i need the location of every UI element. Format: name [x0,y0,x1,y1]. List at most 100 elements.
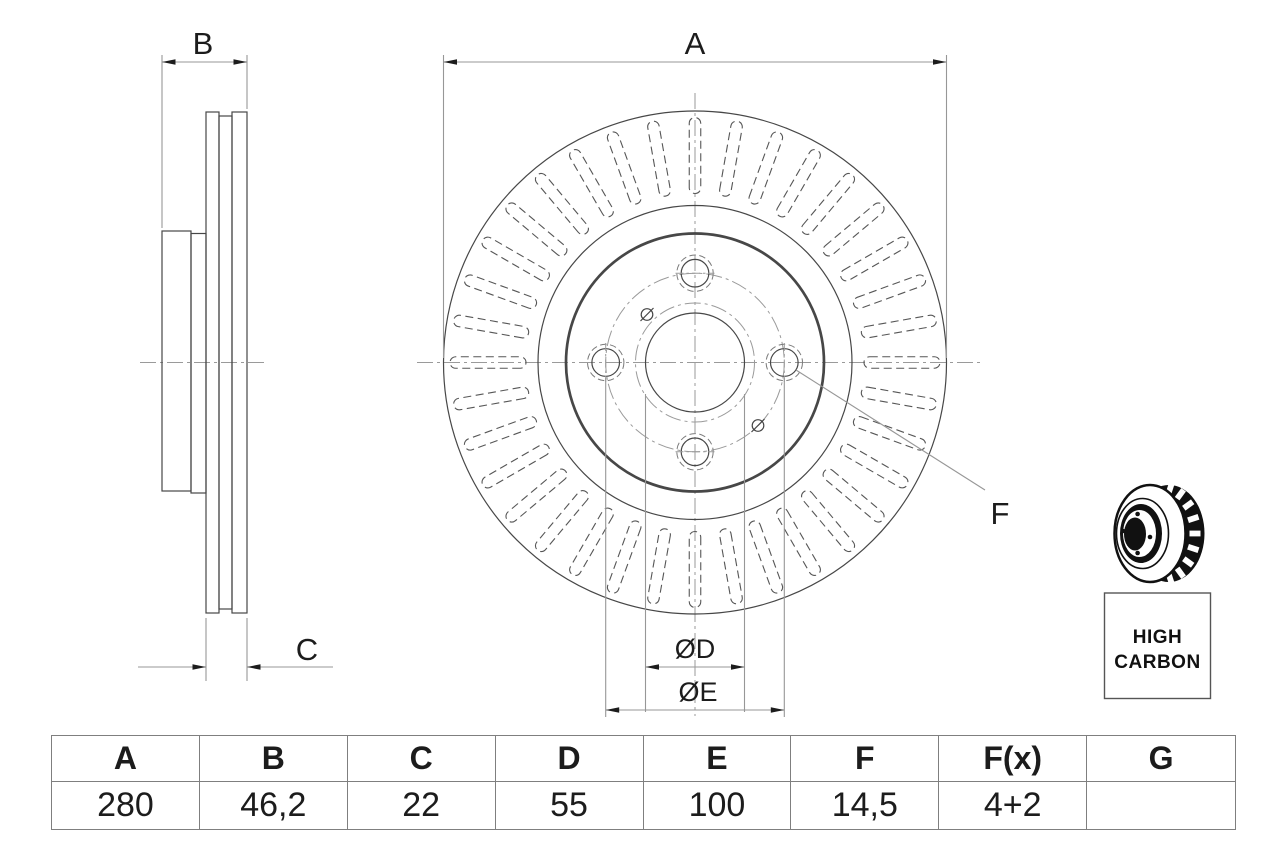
vent-slot [449,356,527,369]
dimension-arrowhead [443,59,457,65]
vent-slot [801,172,856,235]
spec-value [1087,782,1235,829]
vent-slot [453,314,530,339]
leader-f-label: F [991,496,1010,531]
spec-table: A B C D E F F(x) G 280 46,2 22 55 100 14… [51,735,1236,830]
vent-slot [719,528,743,605]
spec-col-header: B [199,736,348,782]
pin-hole-slash [751,418,765,433]
vent-slot [606,520,642,594]
vent-slot [688,530,702,609]
pin-hole [640,308,654,321]
side-section-view [140,111,267,614]
brake-disc-icon [1113,481,1205,586]
vent-slot [463,274,538,310]
vent-slot [776,149,821,218]
dimension-arrowheads [162,59,947,713]
vent-slot [822,468,885,523]
spec-value: 4+2 [939,782,1088,829]
vent-slot [481,443,550,489]
spec-col-header: F(x) [939,736,1088,782]
dim-b-label: B [193,26,214,61]
pin-hole-lower-right [751,418,765,433]
dimension-arrowhead [247,664,261,670]
dimension-arrowhead [192,664,206,670]
pilot-circle [635,302,755,423]
vent-slot [852,274,927,310]
dimension-arrowhead [233,59,247,65]
leader-f-line [795,369,986,491]
dim-e-label: ØE [678,677,717,707]
disc-icon-vent-notch [1174,488,1186,501]
vent-slot [647,528,671,605]
spec-value: 280 [52,782,200,829]
vent-slot [822,202,885,257]
disc-icon-bolt-dot [1120,528,1126,534]
callout-f: F [795,369,1010,531]
disc-icon-vent-notch [1189,530,1201,537]
disc-icon-vent-notch [1187,544,1200,553]
disc-icon-vent-notch [1174,566,1186,579]
dimension-arrowhead [645,664,659,670]
pin-hole-upper-left [640,307,654,322]
vent-slot [801,490,856,553]
spec-value: 22 [348,782,496,829]
vent-slot [840,443,909,489]
dimension-e: ØE [605,378,785,717]
vent-slot [534,172,589,235]
disc-icon-vent-notch [1182,556,1195,568]
dimension-arrowhead [731,664,745,670]
disc-outer-edge [442,110,948,615]
dimension-arrowhead [162,59,176,65]
vent-slot [569,149,614,218]
vent-slot [852,415,927,451]
disc-icon-bolt-dot [1147,534,1153,540]
dimension-arrowhead [605,707,620,713]
dimension-arrowhead [770,707,785,713]
vent-slot [688,116,702,195]
high-carbon-badge: HIGH CARBON [1103,592,1212,700]
dimension-d: ØD [644,394,746,712]
dimension-arrowhead [933,59,947,65]
badge-line2: CARBON [1114,652,1200,673]
badge-box [1103,592,1212,700]
vent-slot [569,507,614,576]
vent-slot [453,386,530,411]
hat-section [161,230,192,492]
friction-ring-inner-edge [537,204,853,521]
vent-slot [719,120,743,197]
disc-icon-bolt-dot [1135,550,1140,556]
pin-hole-slash [640,307,654,322]
badge-line1: HIGH [1133,627,1183,648]
center-bore [644,312,746,413]
vent-slot [748,520,784,594]
hat-flange [190,232,207,494]
front-view [417,93,983,716]
vent-slot [481,236,550,282]
disc-icon-bolt-dot [1135,511,1140,517]
spec-col-header: D [495,736,644,782]
vent-slot [860,314,937,339]
vent-slot [505,468,568,523]
vent-slot [840,236,909,282]
vent-slot [534,490,589,553]
bolt-holes [587,254,803,471]
vent-slot [463,415,538,451]
vent-slot [776,507,821,576]
friction-plate-right [231,111,248,614]
disc-icon-center-bore [1124,517,1146,551]
spec-col-header: A [52,736,200,782]
spec-col-header: G [1087,736,1235,782]
spec-value: 14,5 [791,782,940,829]
hub-outer-edge [564,232,826,493]
dim-c-label: C [296,632,318,667]
vent-slot [505,202,568,257]
vent-slot-ring [449,116,941,609]
spec-value: 55 [496,782,644,829]
dimension-c: C [138,618,333,681]
dim-a-label: A [685,26,706,61]
vent-slot [647,120,671,197]
pin-hole [751,419,765,432]
